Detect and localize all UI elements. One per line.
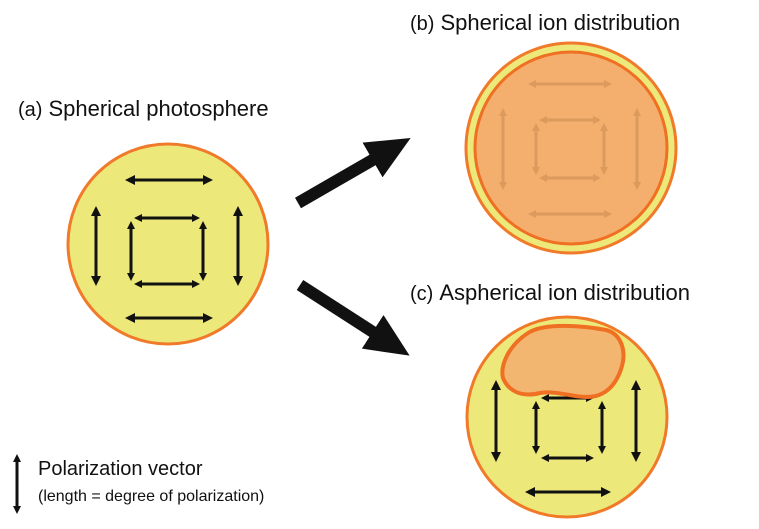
legend-title: Polarization vector <box>38 458 203 480</box>
panel-a-label: (a)Spherical photosphere <box>18 96 269 122</box>
photosphere-b <box>464 41 678 255</box>
panel-a-tag: (a) <box>18 99 43 121</box>
photosphere-a <box>66 142 270 346</box>
arrow-to-b <box>295 138 411 209</box>
photosphere-c <box>465 315 669 519</box>
panel-c-tag: (c) <box>410 283 434 305</box>
panel-b-title: Spherical ion distribution <box>440 10 681 35</box>
aspherical-ion-blob <box>500 323 626 399</box>
panel-a-title: Spherical photosphere <box>48 96 269 121</box>
panel-b-tag: (b) <box>410 13 435 35</box>
panel-b-label: (b)Spherical ion distribution <box>410 10 680 36</box>
panel-c-label: (c)Aspherical ion distribution <box>410 280 690 306</box>
panel-c-title: Aspherical ion distribution <box>439 280 691 305</box>
legend-subtitle: (length = degree of polarization) <box>38 488 265 505</box>
arrow-to-c <box>296 279 410 356</box>
